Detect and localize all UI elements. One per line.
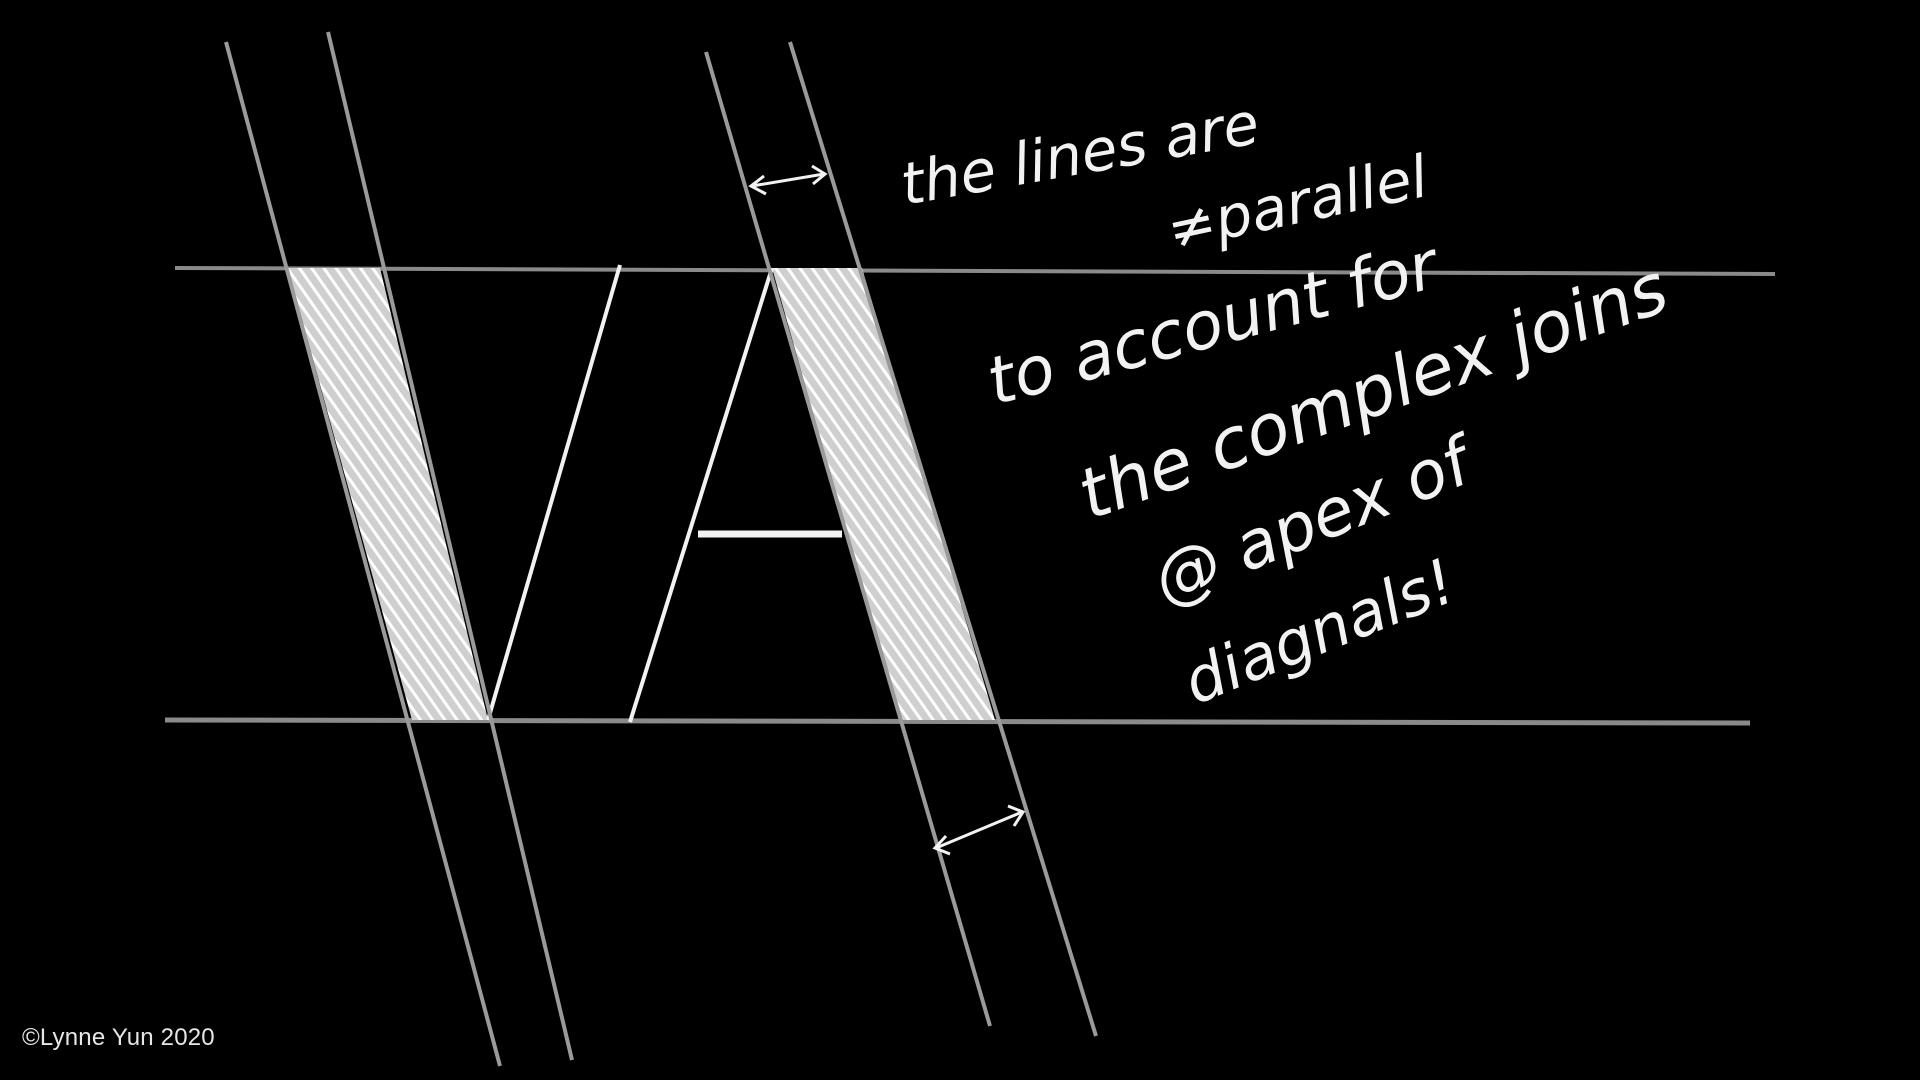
- v-thick-stroke-fill: [288, 268, 488, 720]
- a-left-diagonal-guide: [704, 51, 992, 1027]
- a-thick-stroke-fill: [772, 268, 995, 720]
- v-right-diagonal-guide: [326, 31, 574, 1061]
- cap-height-guide-line: [174, 266, 1776, 276]
- copyright-credit: ©Lynne Yun 2020: [22, 1024, 215, 1051]
- a-thin-stroke: [628, 267, 774, 723]
- bottom-width-double-arrow: [932, 804, 1026, 856]
- v-thin-stroke: [486, 264, 622, 721]
- baseline-guide-line: [164, 717, 1751, 726]
- a-right-diagonal-guide: [788, 41, 1098, 1037]
- annotation-note: the lines are ≠parallel to account for t…: [896, 89, 1679, 719]
- top-width-double-arrow: [748, 164, 828, 196]
- v-left-diagonal-guide: [224, 41, 502, 1067]
